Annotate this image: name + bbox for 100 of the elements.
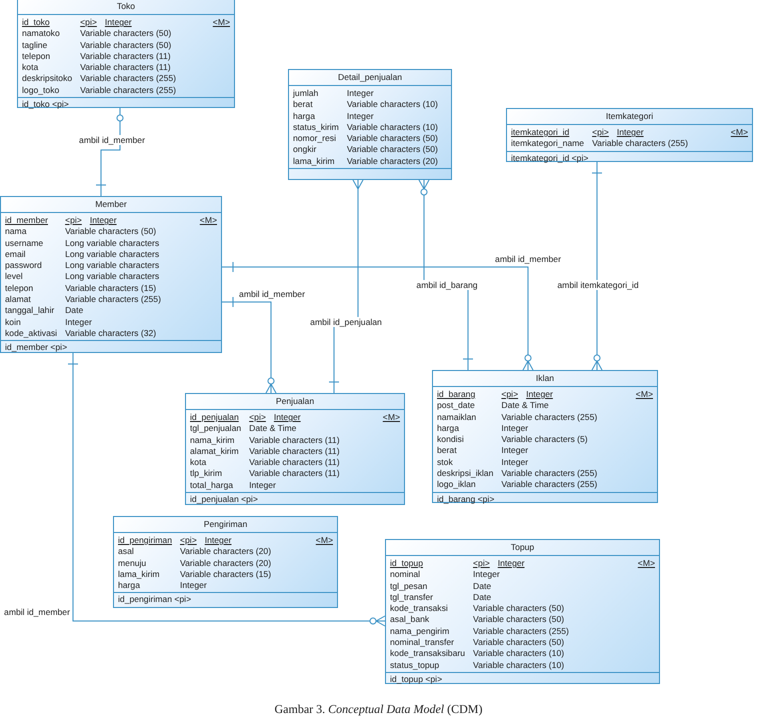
data-type: Integer <box>274 412 302 424</box>
identifier-label: id_pengiriman <pi> <box>118 594 192 604</box>
edge-label: ambil id_member <box>494 254 562 264</box>
relationship-line <box>592 162 602 370</box>
attribute-name: tagline <box>22 40 48 51</box>
entity-box <box>0 196 222 353</box>
mandatory-marker: <M> <box>316 535 333 546</box>
data-type: Long variable characters <box>65 248 160 260</box>
data-type: Variable characters (50) <box>473 614 566 626</box>
attribute-name: kota <box>22 62 40 74</box>
identifier-label: id_member <pi> <box>5 342 68 352</box>
attribute-name: ongkir <box>293 144 318 156</box>
attribute-name: stok <box>437 456 454 468</box>
entity-title: Iklan <box>433 371 657 387</box>
entity-title: Penjualan <box>186 394 404 410</box>
key-marker: <pi> <box>592 127 609 138</box>
data-type: Integer <box>65 316 93 328</box>
entity-title: Toko <box>18 0 234 15</box>
attribute-name: berat <box>437 445 458 457</box>
data-type: Variable characters (255) <box>80 73 178 85</box>
data-type: Variable characters (5) <box>501 434 589 446</box>
data-type: Integer <box>501 422 530 434</box>
data-type: Integer <box>526 389 554 400</box>
relationship-line <box>96 108 124 196</box>
attribute-name: tgl_penjualan <box>190 423 242 435</box>
data-type: Variable characters (11) <box>80 62 172 74</box>
data-type: Date <box>473 592 492 604</box>
data-type: Integer <box>90 215 118 226</box>
attribute-name: id_penjualan <box>190 412 240 424</box>
attribute-name: jumlah <box>293 88 320 100</box>
identifier-label: id_barang <pi> <box>437 494 494 504</box>
key-marker: <pi> <box>65 215 82 226</box>
attribute-name: email <box>5 248 27 260</box>
attribute-name: kondisi <box>437 434 465 446</box>
attribute-name: status_kirim <box>293 122 339 134</box>
attribute-name: id_barang <box>437 389 476 400</box>
data-type: Variable characters (255) <box>592 138 689 150</box>
attribute-name: harga <box>118 580 141 592</box>
attribute-name: itemkategori_name <box>511 138 584 150</box>
mandatory-marker: <M> <box>636 389 653 400</box>
attribute-name: id_pengiriman <box>118 535 172 546</box>
attribute-name: status_topup <box>390 660 440 671</box>
data-type: Integer <box>498 558 526 570</box>
data-type: Integer <box>473 569 501 581</box>
data-type: Variable characters (15) <box>180 568 272 580</box>
data-type: Integer <box>346 110 375 122</box>
identifier-label: id_toko <pi> <box>22 99 69 110</box>
attribute-name: asal <box>118 546 135 558</box>
edge-label: ambil id_member <box>3 607 71 617</box>
edge-label: ambil id_penjualan <box>309 317 383 327</box>
mandatory-marker: <M> <box>212 17 230 28</box>
attribute-name: id_topup <box>390 558 424 570</box>
data-type: Integer <box>501 445 530 457</box>
attribute-name: telepon <box>22 50 52 62</box>
data-type: Variable characters (20) <box>346 156 439 168</box>
data-type: Variable characters (50) <box>346 133 439 144</box>
identifier-label: id_penjualan <pi> <box>190 494 258 504</box>
attribute-name: alamat_kirim <box>190 446 240 458</box>
attribute-name: deskripsitoko <box>22 73 72 85</box>
data-type: Integer <box>501 456 530 468</box>
entity-box <box>113 516 338 608</box>
attribute-name: deskripsi_iklan <box>437 468 494 480</box>
data-type: Integer <box>180 580 208 592</box>
edge-label: ambil id_member <box>78 135 146 145</box>
data-type: Long variable characters <box>65 271 160 283</box>
data-type: Variable characters (20) <box>180 546 272 558</box>
attribute-name: lama_kirim <box>293 156 336 168</box>
attribute-name: harga <box>437 422 460 434</box>
attribute-name: kode_aktivasi <box>5 328 58 340</box>
data-type: Long variable characters <box>65 260 160 272</box>
attribute-name: password <box>5 260 43 272</box>
data-type: Integer <box>616 127 645 138</box>
edge-label: ambil id_barang <box>415 280 479 290</box>
data-type: Date <box>65 305 84 317</box>
attribute-name: tgl_pesan <box>390 580 428 592</box>
entity-box <box>17 0 235 108</box>
data-type: Variable characters (255) <box>501 468 598 480</box>
attribute-name: alamat <box>5 294 32 306</box>
mandatory-marker: <M> <box>382 412 400 424</box>
data-type: Variable characters (50) <box>346 144 439 156</box>
relationship-line <box>222 296 276 394</box>
attribute-name: nomor_resi <box>293 133 337 144</box>
entity-box <box>288 69 452 180</box>
attribute-name: nominal_transfer <box>390 637 456 648</box>
data-type: Variable characters (11) <box>249 468 341 480</box>
attribute-name: berat <box>293 99 314 111</box>
data-type: Variable characters (255) <box>473 626 570 638</box>
data-type: Variable characters (15) <box>65 282 158 294</box>
entity-box <box>185 393 405 505</box>
attribute-name: namatoko <box>22 28 61 40</box>
data-type: Variable characters (10) <box>473 660 566 671</box>
data-type: Long variable characters <box>65 238 160 249</box>
data-type: Variable characters (255) <box>65 294 162 306</box>
data-type: Integer <box>249 480 277 492</box>
attribute-name: level <box>5 271 24 283</box>
edge-label: ambil itemkategori_id <box>556 280 640 290</box>
attribute-name: asal_bank <box>390 614 430 626</box>
figure-caption: Gambar 3. Conceptual Data Model (CDM) <box>274 702 484 717</box>
key-marker: <pi> <box>473 558 490 570</box>
data-type: Variable characters (32) <box>65 328 158 340</box>
